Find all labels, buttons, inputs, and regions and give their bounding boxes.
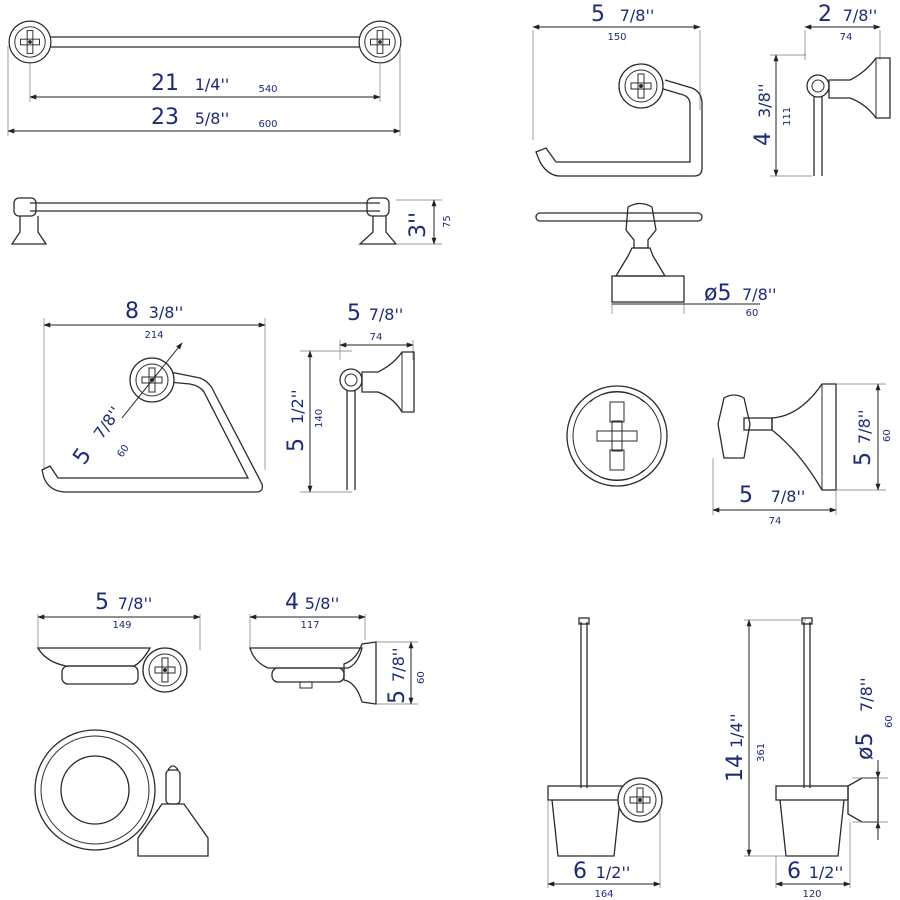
towel-ring-depth-mm: 74 [370, 332, 383, 343]
towel-ring-width-fraction: 3/8'' [149, 303, 184, 322]
towel-ring-front-view [41, 318, 266, 493]
toilet-brush-width-fraction: 1/2'' [596, 863, 631, 882]
towel-bar-overall-width-dimension: 23 5/8'' 600 [7, 46, 401, 136]
paper-holder-width-fraction: 7/8'' [620, 6, 655, 25]
towel-bar-overall-width-mm: 600 [258, 119, 277, 130]
paper-holder-flange-label: ø5 [704, 281, 731, 306]
robe-hook-depth-fraction: 7/8'' [771, 487, 806, 506]
towel-bar-front-view [8, 20, 402, 64]
soap-dish-top-view [34, 729, 209, 857]
towel-ring-flange-mm: 60 [115, 443, 131, 460]
toilet-brush-height-dimension: 14 1/4'' 361 [723, 619, 806, 857]
robe-hook-front-view [566, 385, 668, 487]
towel-bar-top-view [10, 197, 398, 245]
toilet-brush-height-label: 14 [723, 754, 748, 782]
toilet-brush-width-mm: 164 [594, 889, 613, 900]
towel-ring-height-mm: 140 [314, 409, 325, 428]
towel-bar-projection-label: 3'' [406, 212, 431, 238]
toilet-brush-flange-label: ø5 [853, 733, 878, 760]
towel-ring-height-fraction: 1/2'' [288, 389, 307, 424]
robe-hook-height-mm: 60 [882, 429, 893, 442]
towel-bar-inner-width-mm: 540 [258, 84, 277, 95]
soap-dish-flange-fraction: 7/8'' [389, 647, 408, 682]
towel-ring-width-mm: 214 [144, 330, 163, 341]
towel-bar-inner-width-fraction: 1/4'' [195, 75, 230, 94]
paper-holder-top-view [535, 202, 703, 303]
toilet-brush-depth-fraction: 1/2'' [809, 863, 844, 882]
towel-ring-depth-dimension: 5 7/8'' 74 [339, 301, 414, 348]
towel-ring-width-label: 8 [125, 299, 139, 324]
paper-holder-flange-dimension: ø5 7/8'' 60 [611, 281, 777, 319]
paper-holder-front-view [532, 30, 703, 177]
robe-hook-height-dimension: 5 7/8'' 60 [836, 383, 893, 491]
soap-dish-flange-label: 5 [385, 690, 410, 704]
towel-bar-inner-width-dimension: 21 1/4'' 540 [29, 64, 381, 102]
toilet-brush-flange-fraction: 7/8'' [857, 677, 876, 712]
paper-holder-height-fraction: 3/8'' [755, 83, 774, 118]
paper-holder-side-view [804, 30, 891, 176]
toilet-brush-height-mm: 361 [756, 743, 767, 762]
paper-holder-width-mm: 150 [607, 32, 626, 43]
robe-hook-side-view [717, 383, 837, 491]
paper-holder-depth-label: 2 [818, 2, 832, 27]
towel-ring-depth-fraction: 7/8'' [369, 305, 404, 324]
paper-holder-width-dimension: 5 7/8'' 150 [532, 2, 701, 43]
toilet-brush-depth-label: 6 [787, 859, 801, 884]
paper-holder-flange-mm: 60 [746, 308, 759, 319]
towel-bar-overall-width-label: 23 [151, 105, 179, 130]
towel-ring-flange-fraction: 7/8'' [90, 403, 125, 442]
towel-bar-inner-width-label: 21 [151, 71, 179, 96]
soap-dish-width-fraction: 7/8'' [118, 594, 153, 613]
toilet-brush-depth-dimension: 6 1/2'' 120 [775, 822, 851, 900]
toilet-brush-front-view [547, 617, 663, 888]
soap-dish-width-label: 5 [95, 590, 109, 615]
soap-dish-flange-mm: 60 [416, 671, 427, 684]
toilet-brush-flange-dimension: ø5 7/8'' 60 [852, 677, 895, 840]
towel-ring-flange-label: 5 [68, 444, 97, 470]
towel-ring-side-view [339, 340, 415, 490]
soap-dish-flange-dimension: 5 7/8'' 60 [376, 641, 427, 705]
towel-bar-projection-dimension: 3'' 75 [396, 199, 453, 245]
toilet-brush-width-label: 6 [573, 859, 587, 884]
paper-holder-width-label: 5 [591, 2, 605, 27]
robe-hook-height-fraction: 7/8'' [855, 409, 874, 444]
robe-hook-depth-label: 5 [739, 483, 753, 508]
soap-dish-width-dimension: 5 7/8'' 149 [37, 590, 201, 631]
robe-hook-depth-mm: 74 [769, 516, 782, 527]
paper-holder-height-mm: 111 [782, 107, 793, 126]
soap-dish-front-view [36, 614, 201, 693]
towel-ring-width-dimension: 8 3/8'' 214 [43, 299, 266, 341]
soap-dish-depth-fraction: 5/8'' [305, 594, 340, 613]
toilet-brush-width-dimension: 6 1/2'' 164 [547, 859, 661, 900]
paper-holder-height-label: 4 [751, 132, 776, 146]
paper-holder-depth-fraction: 7/8'' [843, 6, 878, 25]
toilet-brush-depth-mm: 120 [802, 889, 821, 900]
towel-ring-depth-label: 5 [347, 301, 361, 326]
soap-dish-depth-label: 4 [285, 590, 299, 615]
soap-dish-depth-mm: 117 [300, 620, 319, 631]
robe-hook-height-label: 5 [851, 452, 876, 466]
paper-holder-depth-mm: 74 [840, 32, 853, 43]
paper-holder-height-dimension: 4 3/8'' 111 [751, 54, 812, 177]
towel-bar-projection-mm: 75 [442, 215, 453, 228]
robe-hook-depth-dimension: 5 7/8'' 74 [712, 458, 837, 527]
toilet-brush-flange-mm: 60 [884, 715, 895, 728]
towel-ring-height-label: 5 [284, 438, 309, 452]
soap-dish-depth-dimension: 4 5/8'' 117 [249, 590, 366, 631]
toilet-brush-height-fraction: 1/4'' [727, 713, 746, 748]
paper-holder-depth-dimension: 2 7/8'' 74 [804, 2, 881, 43]
paper-holder-flange-fraction: 7/8'' [742, 285, 777, 304]
soap-dish-width-mm: 149 [112, 620, 131, 631]
towel-ring-height-dimension: 5 1/2'' 140 [284, 350, 352, 493]
towel-bar-overall-width-fraction: 5/8'' [195, 109, 230, 128]
